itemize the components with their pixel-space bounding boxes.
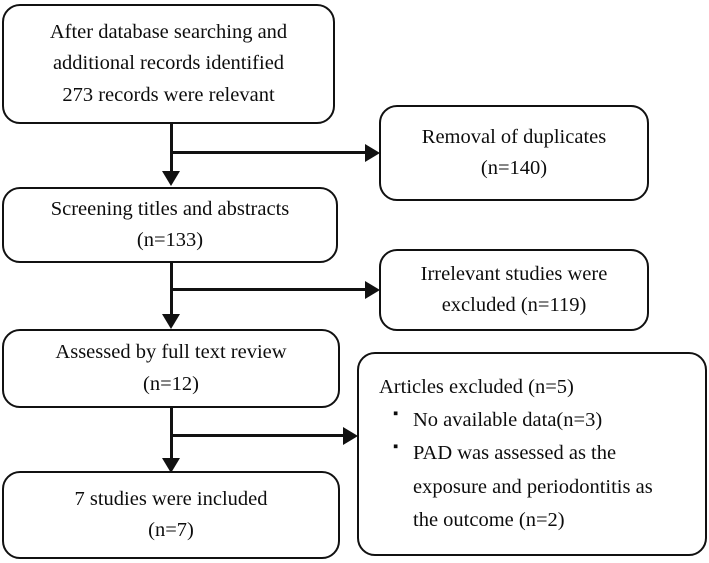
- node-articles-excluded: Articles excluded (n=5) ▪ No available d…: [357, 352, 707, 556]
- node-duplicates-line-2: (n=140): [480, 157, 548, 179]
- arrowhead-down-included: [162, 458, 180, 473]
- node-identification-line-3: 273 records were relevant: [62, 83, 275, 106]
- square-bullet-icon: ▪: [393, 405, 399, 422]
- articles-excluded-bullet-list: ▪ No available data(n=3) ▪ PAD was asses…: [379, 404, 653, 537]
- connector-branch-to-irrelevant: [172, 288, 367, 291]
- articles-excluded-bullet-1-line-1: No available data(n=3): [413, 409, 603, 432]
- node-irrelevant-line-1: Irrelevant studies were: [420, 262, 608, 285]
- connector-branch-to-articles-excluded: [172, 434, 345, 437]
- connector-identification-to-screening: [170, 123, 173, 175]
- articles-excluded-bullet-2: ▪ PAD was assessed as the exposure and p…: [393, 437, 653, 537]
- node-included-line-2: (n=7): [148, 519, 194, 541]
- node-eligibility-line-1: Assessed by full text review: [55, 341, 287, 364]
- connector-branch-to-duplicates: [172, 151, 367, 154]
- articles-excluded-bullet-2-line-3: the outcome (n=2): [413, 508, 565, 531]
- articles-excluded-bullet-2-line-2: exposure and periodontitis as: [413, 475, 653, 498]
- node-irrelevant-line-2: excluded (n=119): [441, 294, 587, 316]
- node-eligibility-line-2: (n=12): [143, 372, 199, 395]
- arrowhead-right-articles-excluded: [343, 427, 358, 445]
- node-screening-line-2: (n=133): [136, 229, 204, 251]
- arrowhead-right-duplicates: [365, 144, 380, 162]
- articles-excluded-bullet-2-line-1: PAD was assessed as the: [413, 442, 617, 465]
- node-screening: Screening titles and abstracts (n=133): [2, 187, 338, 263]
- connector-screening-to-eligibility: [170, 262, 173, 318]
- node-irrelevant-excluded: Irrelevant studies were excluded (n=119): [379, 249, 649, 331]
- arrowhead-right-irrelevant: [365, 281, 380, 299]
- node-identification-line-1: After database searching and: [49, 21, 288, 44]
- node-duplicates-line-1: Removal of duplicates: [421, 125, 607, 148]
- node-identification: After database searching and additional …: [2, 4, 335, 124]
- node-duplicates-removed: Removal of duplicates (n=140): [379, 105, 649, 201]
- articles-excluded-bullet-1: ▪ No available data(n=3): [393, 404, 653, 437]
- node-included: 7 studies were included (n=7): [2, 471, 340, 559]
- node-eligibility: Assessed by full text review (n=12): [2, 329, 340, 408]
- node-screening-line-1: Screening titles and abstracts: [50, 197, 290, 220]
- arrowhead-down-eligibility: [162, 314, 180, 329]
- connector-eligibility-to-included: [170, 407, 173, 462]
- arrowhead-down-screening: [162, 171, 180, 186]
- square-bullet-icon: ▪: [393, 439, 399, 455]
- node-included-line-1: 7 studies were included: [74, 487, 268, 510]
- node-identification-line-2: additional records identified: [52, 52, 285, 75]
- articles-excluded-heading: Articles excluded (n=5): [379, 375, 574, 398]
